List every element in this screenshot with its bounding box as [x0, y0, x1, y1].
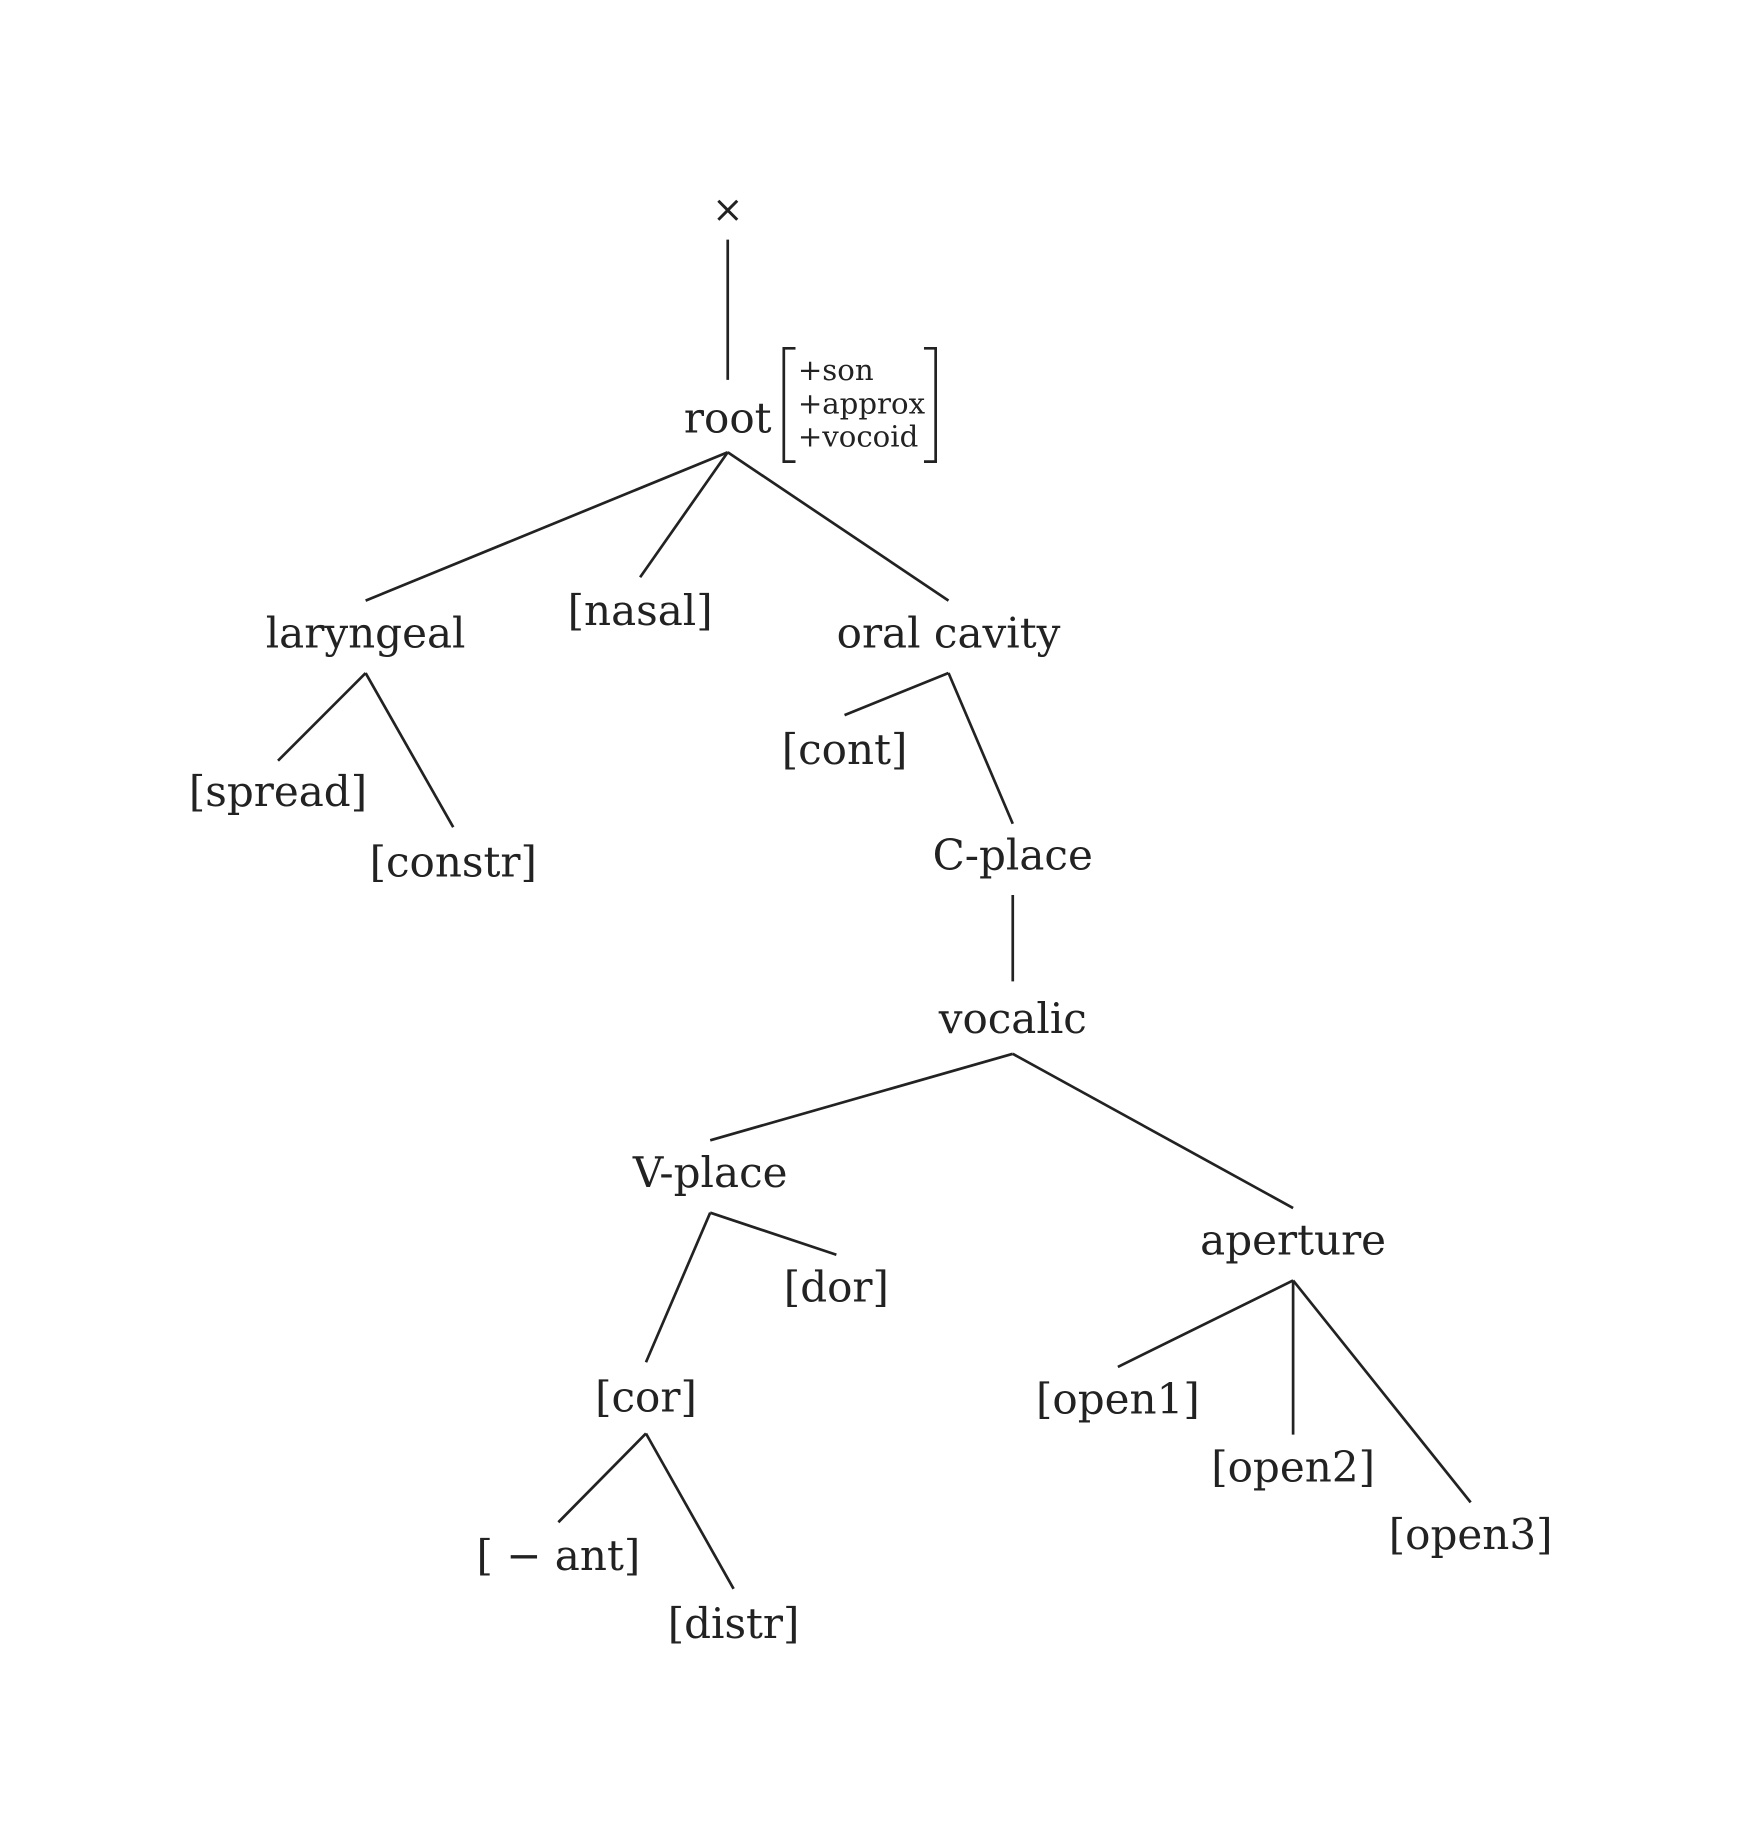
top-node: ×: [712, 187, 743, 231]
edge-oral-cavity-c-place: [947, 672, 1014, 825]
node-open2: [open2]: [1211, 1442, 1375, 1491]
edge-aperture-open3: [1292, 1279, 1472, 1504]
node-cor: [cor]: [595, 1372, 697, 1421]
edge-vocalic-v-place: [709, 1052, 1014, 1142]
node-v-place: V-place: [632, 1148, 788, 1197]
edge-v-place-dor: [709, 1211, 837, 1257]
feature-approx: +approx: [798, 387, 926, 421]
root-node: root: [684, 393, 772, 442]
node-distr: [distr]: [668, 1599, 800, 1648]
feature-vocoid: +vocoid: [798, 419, 918, 453]
node-cont: [cont]: [782, 725, 908, 774]
tree-edges: [277, 239, 1472, 1590]
node-open1: [open1]: [1036, 1375, 1200, 1424]
edge-vocalic-aperture: [1012, 1052, 1294, 1210]
node-laryngeal: laryngeal: [266, 608, 466, 657]
node-vocalic: vocalic: [938, 994, 1087, 1043]
node-aperture: aperture: [1200, 1216, 1386, 1265]
node-c-place: C-place: [933, 830, 1093, 879]
node-oral-cavity: oral cavity: [837, 608, 1061, 657]
node-open3: [open3]: [1389, 1510, 1553, 1559]
edge-aperture-open1: [1117, 1279, 1294, 1369]
edge-oral-cavity-cont: [844, 671, 950, 717]
node-constr: [constr]: [370, 837, 537, 886]
edge-cor-ant: [557, 1432, 647, 1524]
edge-laryngeal-constr: [364, 672, 455, 828]
tree-labels: × root laryngeal [nasal] oral cavity [spread]…: [189, 187, 1553, 1648]
feature-son: +son: [798, 353, 874, 387]
root-feature-matrix: +son +approx +vocoid: [782, 346, 938, 463]
node-dor: [dor]: [784, 1262, 889, 1311]
edge-root-nasal: [639, 451, 729, 579]
right-bracket: [923, 346, 938, 463]
edge-laryngeal-spread: [277, 672, 367, 762]
edge-v-place-cor: [644, 1212, 712, 1363]
node-ant: [ − ant]: [476, 1531, 640, 1580]
edge-root-laryngeal: [365, 451, 729, 602]
node-spread: [spread]: [189, 767, 367, 816]
node-nasal: [nasal]: [568, 586, 713, 635]
edge-cor-distr: [644, 1432, 735, 1590]
edge-root-oral-cavity: [726, 451, 950, 602]
left-bracket: [782, 346, 796, 463]
